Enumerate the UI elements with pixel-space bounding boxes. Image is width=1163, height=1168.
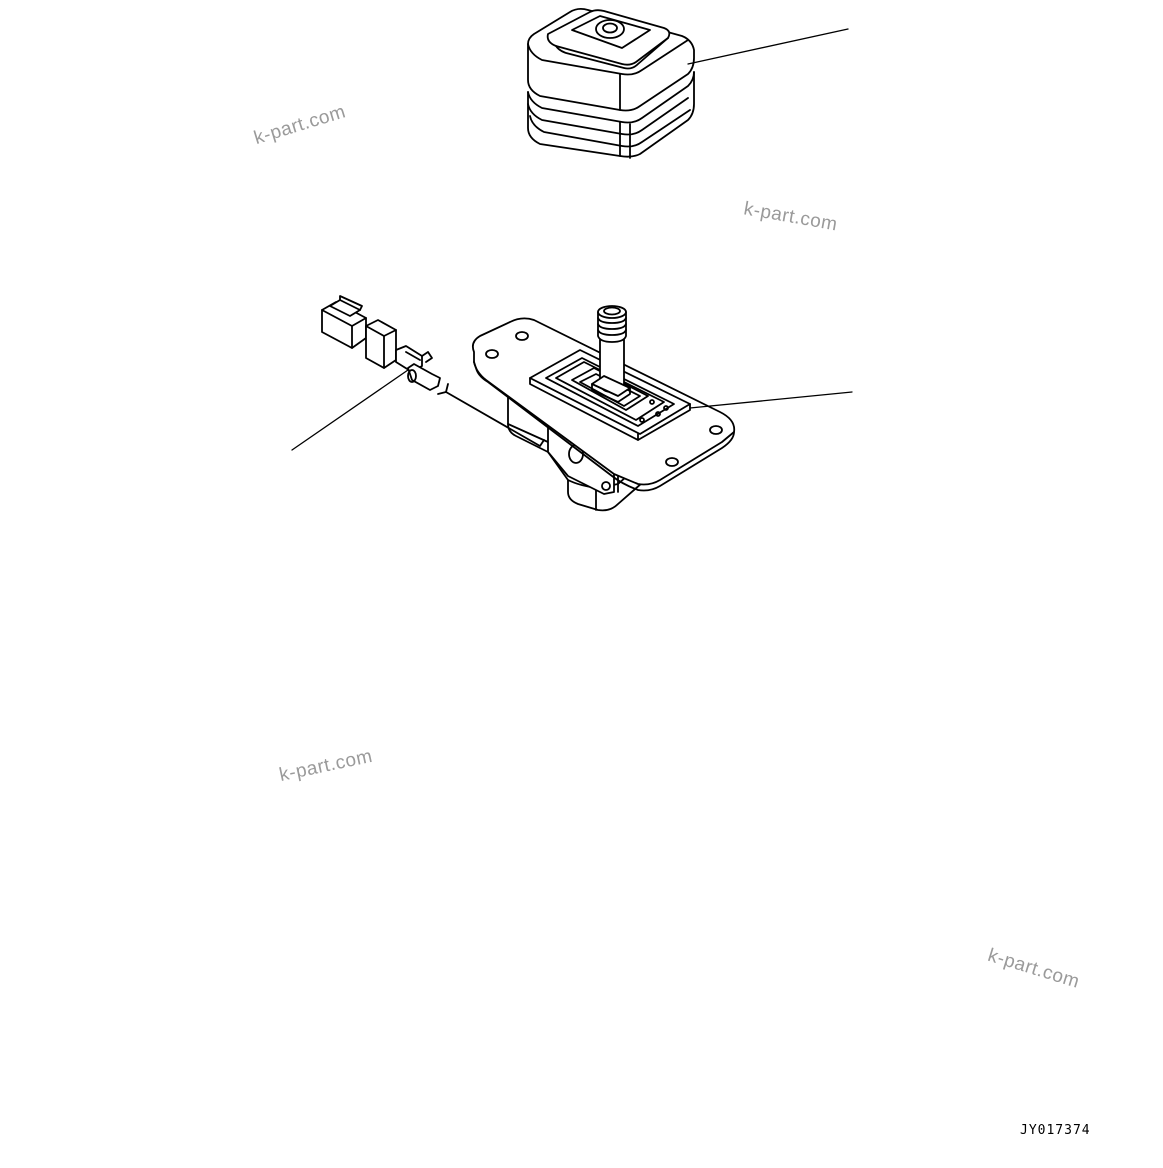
rubber-boot bbox=[527, 7, 849, 159]
connector-harness bbox=[291, 295, 545, 451]
figure-id-label: JY017374 bbox=[1020, 1123, 1091, 1138]
lever-switch-assembly bbox=[471, 305, 853, 512]
